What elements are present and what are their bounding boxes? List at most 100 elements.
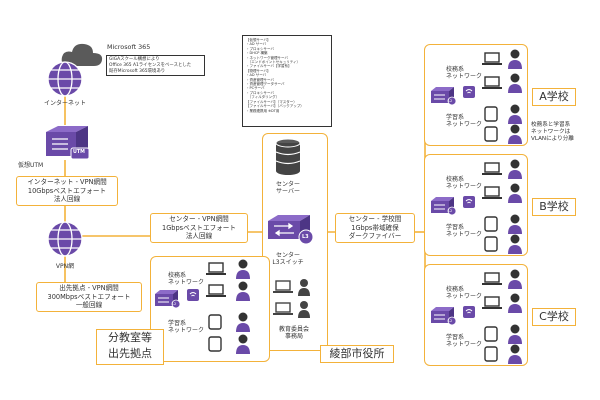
school-admin-person-icon (508, 49, 522, 69)
server-list-item: ・業務連携用 ※DT用 (246, 108, 280, 113)
branch-admin-person-icon (236, 259, 250, 279)
center-person-icon (298, 278, 310, 296)
server-list-item: ・資産管理データサーバ (246, 82, 285, 87)
school-name-label: C学校 (532, 308, 576, 326)
school-learning-network-label: 学習系 ネットワーク (446, 334, 483, 348)
server-list-item: 【ファイルサーバ】（マスター） (246, 99, 297, 104)
school-student-icon (508, 214, 522, 234)
school-student-icon (508, 234, 522, 254)
cloud-icon (60, 42, 104, 68)
school-learning-tablet-icon (484, 106, 498, 122)
vpn-label: VPN網 (55, 263, 75, 270)
vpn-globe-icon (46, 220, 84, 258)
server-list-item: ・資産管理サーバ (246, 77, 274, 82)
server-list-item: ・AD サーバ (246, 73, 267, 78)
school-admin-network-label: 校務系 ネットワーク (446, 286, 483, 300)
server-list-item: ・DHCP 構築 (246, 51, 268, 56)
server-list-item: ・PCサーバ (246, 86, 265, 91)
branch-admin-laptop-icon (206, 262, 226, 276)
school-l2-badge: L2 (448, 209, 453, 213)
school-learning-network-label: 学習系 ネットワーク (446, 114, 483, 128)
school-learning-tablet-icon (484, 346, 498, 362)
internet-label: インターネット (43, 100, 86, 107)
center-name-label: 綾部市役所 (320, 345, 394, 363)
internet-vpn-link-label: インターネット - VPN網間 10Gbpsベストエフォート 法人回線 (16, 176, 118, 206)
server-list-item: 【物理サーバ】 (246, 68, 271, 73)
branch-learning-tablet-icon (208, 314, 222, 330)
school-admin-person-icon (508, 183, 522, 203)
branch-student-icon (236, 312, 250, 332)
school-name-label: B学校 (532, 198, 576, 216)
school-admin-person-icon (508, 269, 522, 289)
school-name-label: A学校 (532, 88, 576, 106)
l3-switch-icon (266, 213, 314, 245)
school-learning-tablet-icon (484, 126, 498, 142)
school-admin-network-label: 校務系 ネットワーク (446, 176, 483, 190)
school-admin-laptop-icon (482, 162, 502, 176)
school-l2-badge: L2 (448, 319, 453, 323)
school-admin-laptop-icon (482, 76, 502, 90)
server-list-item: ・ネットワーク管理サーバ (246, 55, 288, 60)
school-student-icon (508, 324, 522, 344)
school-admin-person-icon (508, 73, 522, 93)
school-learning-tablet-icon (484, 236, 498, 252)
l3-badge: L3 (302, 234, 309, 240)
school-l2-switch-icon (430, 86, 456, 106)
school-wifi-ap-icon (462, 85, 476, 99)
school-admin-person-icon (508, 293, 522, 313)
branch-admin-person-icon-2 (236, 281, 250, 301)
center-vpn-link-label: センター - VPN網間 1Gbpsベストエフォート 法人回線 (150, 213, 248, 243)
vlan-note: 校務系と学習系 ネットワークは VLANにより分離 (531, 122, 574, 142)
server-list-item: （エンドポイントセキュリティ） (246, 60, 301, 65)
school-l2-switch-icon (430, 306, 456, 326)
branch-vpn-link-label: 出先拠点 - VPN網間 300Mbpsベストエフォート 一般回線 (36, 282, 142, 312)
school-learning-tablet-icon (484, 326, 498, 342)
school-admin-laptop-icon (482, 296, 502, 310)
server-list-item: 【仮想サーバ】 (246, 38, 271, 42)
school-admin-laptop-icon (482, 272, 502, 286)
branch-l2-badge: L2 (172, 302, 177, 306)
school-admin-laptop-icon (482, 186, 502, 200)
branch-l2-switch-icon (154, 289, 180, 309)
server-list-item: ・プロキシサーバ (246, 46, 274, 51)
server-list-item: ・プロキシサーバ (246, 90, 274, 95)
branch-wifi-ap-icon (186, 288, 200, 302)
center-laptop-icon-2 (273, 302, 293, 316)
server-list: 【仮想サーバ】・AD サーバ・プロキシサーバ・DHCP 構築・ネットワーク管理サ… (242, 35, 332, 127)
school-wifi-ap-icon (462, 305, 476, 319)
utm-badge: UTM (73, 150, 85, 155)
branch-learning-network-label: 学習系 ネットワーク (168, 320, 205, 334)
school-learning-network-label: 学習系 ネットワーク (446, 224, 483, 238)
center-office-label: 教育委員会 事務局 (278, 326, 309, 340)
school-l2-badge: L2 (448, 99, 453, 103)
center-laptop-icon (273, 280, 293, 294)
school-admin-laptop-icon (482, 52, 502, 66)
server-list-item: （フィルタリング） (246, 95, 280, 100)
cloud-label: Microsoft 365 (107, 43, 151, 51)
school-learning-tablet-icon (484, 216, 498, 232)
server-list-item: ・AD サーバ (246, 42, 267, 47)
cloud-note: GIGAスクール構想により Office 365 A1ライセンスをベースとした … (106, 55, 205, 77)
branch-student-icon-2 (236, 334, 250, 354)
utm-firewall-icon (44, 124, 90, 162)
school-wifi-ap-icon (462, 195, 476, 209)
server-database-icon (275, 138, 301, 176)
server-list-item: ・ファイルサーバ【学習系】 (246, 64, 292, 69)
center-server-label: センター サーバー (275, 181, 300, 195)
center-school-link-label: センター - 学校間 1Gbps帯域確保 ダークファイバー (335, 213, 415, 243)
school-admin-network-label: 校務系 ネットワーク (446, 66, 483, 80)
branch-admin-laptop-icon-2 (206, 284, 226, 298)
school-l2-switch-icon (430, 196, 456, 216)
center-l3-label: センター L3スイッチ (272, 252, 304, 266)
server-list-item: 【ファイルサーバ】（バックアップ） (246, 104, 304, 109)
center-person-icon-2 (298, 300, 310, 318)
school-student-icon (508, 124, 522, 144)
school-admin-person-icon (508, 159, 522, 179)
school-student-icon (508, 104, 522, 124)
school-student-icon (508, 344, 522, 364)
branch-admin-network-label: 校務系 ネットワーク (168, 272, 205, 286)
internet-globe-icon (46, 60, 84, 98)
utm-label: 仮想UTM (18, 162, 44, 169)
branch-name-label: 分教室等 出先拠点 (96, 329, 164, 365)
branch-learning-tablet-icon-2 (208, 336, 222, 352)
